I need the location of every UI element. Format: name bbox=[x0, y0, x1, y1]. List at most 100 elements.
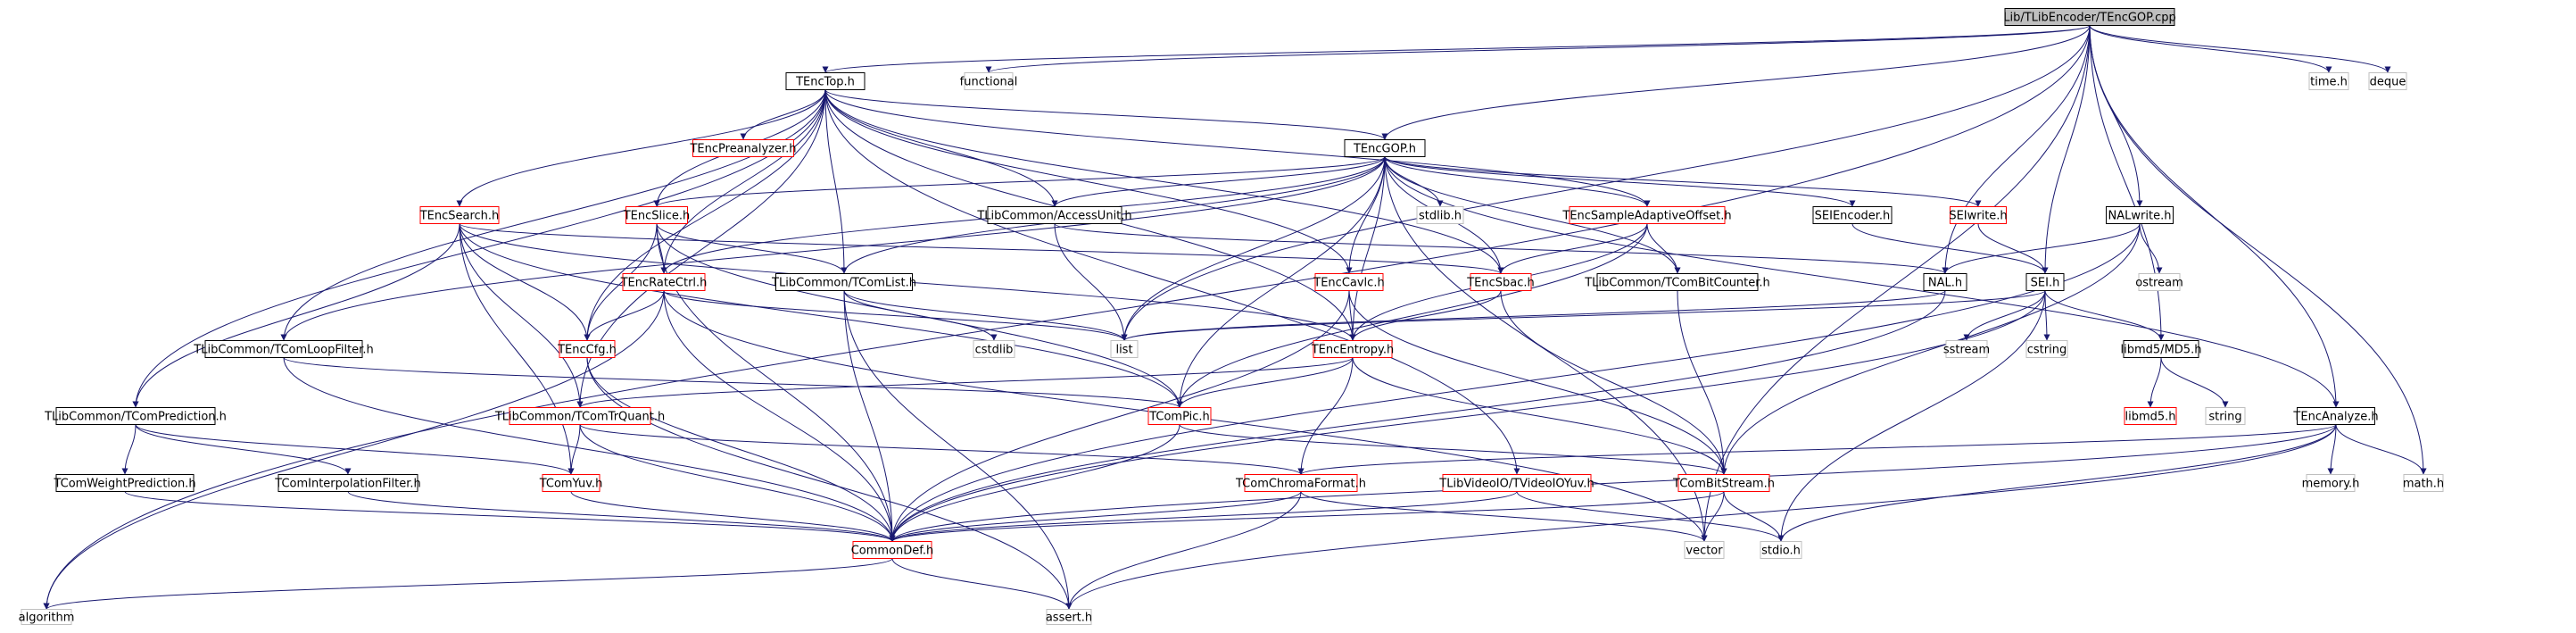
node-label: TComYuv.h bbox=[539, 478, 603, 491]
node-box bbox=[2106, 206, 2174, 224]
edge-root-to-time bbox=[2089, 25, 2332, 73]
node-seiwrite-h[interactable]: SEIwrite.h bbox=[1949, 206, 2008, 224]
node-label: deque bbox=[2370, 76, 2406, 89]
node-box bbox=[542, 474, 601, 492]
edge-SEI-to-sstream bbox=[1963, 290, 2046, 341]
node-tlibvideoio-tvideoioyuv-h[interactable]: TLibVideoIO/TVideoIOYuv.h bbox=[1438, 474, 1594, 492]
node-tencslice-h[interactable]: TEncSlice.h bbox=[623, 206, 691, 224]
node-label: ostream bbox=[2135, 277, 2183, 290]
node-label: stdlib.h bbox=[1419, 210, 1462, 223]
edge-TEncTop-to-TEncSbac bbox=[824, 89, 1504, 274]
edge-TComInterpolationFilter-to-CommonDef bbox=[347, 491, 896, 542]
edge-TComList-to-cstdlib bbox=[843, 290, 998, 341]
node-box bbox=[2123, 340, 2199, 358]
node-lib-tlibencoder-tencgop-cpp[interactable]: Lib/TLibEncoder/TEncGOP.cpp bbox=[2003, 8, 2176, 26]
node-label: TComInterpolationFilter.h bbox=[274, 478, 420, 491]
node-tlibcommon-accessunit-h[interactable]: TLibCommon/AccessUnit.h bbox=[976, 206, 1132, 224]
node-sei-h[interactable]: SEI.h bbox=[2025, 273, 2065, 291]
node-functional: functional bbox=[960, 72, 1018, 90]
edge-TEncEntropy-to-TComBitStream bbox=[1352, 357, 1727, 475]
node-box bbox=[625, 206, 688, 224]
edge-TComLoopFilter-to-CommonDef bbox=[283, 357, 896, 542]
edge-TEncTop-to-TEncSearch bbox=[456, 89, 826, 207]
node-tcomyuv-h[interactable]: TComYuv.h bbox=[539, 474, 603, 492]
edge-TEncSlice-to-TComList bbox=[656, 223, 848, 274]
node-tlibcommon-tcomloopfilter-h[interactable]: TLibCommon/TComLoopFilter.h bbox=[193, 340, 374, 358]
edge-TEncEntropy-to-TComChromaFormat bbox=[1297, 357, 1354, 475]
node-tcompic-h[interactable]: TComPic.h bbox=[1147, 407, 1212, 425]
node-label: TComBitStream.h bbox=[1672, 478, 1775, 491]
node-label: TEncAnalyze.h bbox=[2292, 411, 2378, 424]
node-tencsampleadaptiveoffset-h[interactable]: TEncSampleAdaptiveOffset.h bbox=[1561, 206, 1732, 224]
node-tenccfg-h[interactable]: TEncCfg.h bbox=[557, 340, 617, 358]
edge-TEncCavlc-to-CommonDef bbox=[889, 290, 1350, 542]
node-tcomweightprediction-h[interactable]: TComWeightPrediction.h bbox=[53, 474, 196, 492]
node-tlibcommon-tcombitcounter-h[interactable]: TLibCommon/TComBitCounter.h bbox=[1584, 273, 1770, 291]
node-libmd5-h[interactable]: libmd5.h bbox=[2124, 407, 2177, 425]
edge-TEncGOP-to-SEIEncoder bbox=[1384, 156, 1856, 207]
node-box bbox=[559, 340, 616, 358]
edge-SEI-to-MD5 bbox=[2044, 290, 2165, 341]
edge-TEncCfg-to-CommonDef bbox=[586, 357, 896, 542]
node-box bbox=[204, 340, 363, 358]
node-tlibcommon-tcomtrquant-h[interactable]: TLibCommon/TComTrQuant.h bbox=[494, 407, 665, 425]
node-tlibcommon-tcomprediction-h[interactable]: TLibCommon/TComPrediction.h bbox=[44, 407, 227, 425]
edge-TEncTop-to-TEncPreanalyzer bbox=[740, 89, 826, 140]
node-box bbox=[2297, 407, 2375, 425]
node-label: cstdlib bbox=[975, 344, 1014, 357]
edge-SEI-to-stdio bbox=[1777, 290, 2046, 542]
edge-TEncSAO-to-TComBitCounter bbox=[1646, 223, 1681, 274]
edge-TEncGOP-to-TEncAnalyze bbox=[1384, 156, 2340, 408]
edge-TComPrediction-to-TComYuv bbox=[135, 424, 575, 475]
node-tencanalyze-h[interactable]: TEncAnalyze.h bbox=[2292, 407, 2379, 425]
node-label: SEI.h bbox=[2031, 277, 2060, 290]
node-tcomchromaformat-h[interactable]: TComChromaFormat.h bbox=[1235, 474, 1366, 492]
edge-TEncGOP-to-AccessUnit bbox=[1051, 156, 1386, 207]
node-tlibcommon-tcomlist-h[interactable]: TLibCommon/TComList.h bbox=[771, 273, 916, 291]
edge-TEncSlice-to-TEncCfg bbox=[584, 223, 658, 341]
node-box bbox=[2205, 407, 2246, 425]
node-label: functional bbox=[960, 76, 1018, 89]
edge-TEncAnalyze-to-math bbox=[2335, 424, 2427, 475]
node-tencratectrl-h[interactable]: TEncRateCtrl.h bbox=[620, 273, 708, 291]
node-tcombitstream-h[interactable]: TComBitStream.h bbox=[1672, 474, 1775, 492]
node-box bbox=[2124, 407, 2177, 425]
node-box bbox=[987, 206, 1122, 224]
node-tencgop-h[interactable]: TEncGOP.h bbox=[1344, 139, 1426, 157]
node-label: TEncCavlc.h bbox=[1313, 277, 1384, 290]
node-string: string bbox=[2205, 407, 2246, 425]
node-tencsearch-h[interactable]: TEncSearch.h bbox=[419, 206, 500, 224]
edge-TEncGOP-to-list bbox=[1121, 156, 1386, 341]
node-label: TLibCommon/TComBitCounter.h bbox=[1584, 277, 1770, 290]
node-box bbox=[775, 273, 913, 291]
node-box bbox=[1950, 206, 2007, 224]
node-box bbox=[622, 273, 706, 291]
node-commondef-h[interactable]: CommonDef.h bbox=[851, 541, 934, 559]
edge-SEI-to-list bbox=[1121, 290, 2046, 341]
edge-CommonDef-to-assert bbox=[891, 558, 1073, 610]
node-tencsbac-h[interactable]: TEncSbac.h bbox=[1466, 273, 1535, 291]
dependency-edges bbox=[43, 25, 2427, 610]
node-box bbox=[1923, 273, 1967, 291]
edge-TEncSearch-to-TComYuv bbox=[459, 223, 575, 475]
node-tenccavlc-h[interactable]: TEncCavlc.h bbox=[1313, 273, 1385, 291]
node-libmd5-md5-h[interactable]: libmd5/MD5.h bbox=[2121, 340, 2202, 358]
edge-root-to-TEncTop bbox=[822, 25, 2091, 73]
edge-root-to-NAL bbox=[1942, 25, 2091, 274]
node-nalwrite-h[interactable]: NALwrite.h bbox=[2106, 206, 2174, 224]
edge-NALwrite-to-TComBitStream bbox=[1720, 223, 2141, 475]
node-label: TComChromaFormat.h bbox=[1235, 478, 1366, 491]
node-tencpreanalyzer-h[interactable]: TEncPreanalyzer.h bbox=[689, 139, 797, 157]
node-tenctop-h[interactable]: TEncTop.h bbox=[785, 72, 866, 90]
edge-NALwrite-to-ostream bbox=[2139, 223, 2163, 274]
node-nal-h[interactable]: NAL.h bbox=[1923, 273, 1967, 291]
node-tencentropy-h[interactable]: TEncEntropy.h bbox=[1311, 340, 1395, 358]
node-box bbox=[277, 474, 418, 492]
edge-TComTrQuant-to-TComChromaFormat bbox=[579, 424, 1305, 475]
node-tcominterpolationfilter-h[interactable]: TComInterpolationFilter.h bbox=[274, 474, 421, 492]
node-box bbox=[509, 407, 651, 425]
edge-TEncTop-to-TComPrediction bbox=[132, 89, 826, 408]
node-seiencoder-h[interactable]: SEIEncoder.h bbox=[1812, 206, 1893, 224]
node-label: TEncCfg.h bbox=[557, 344, 617, 357]
